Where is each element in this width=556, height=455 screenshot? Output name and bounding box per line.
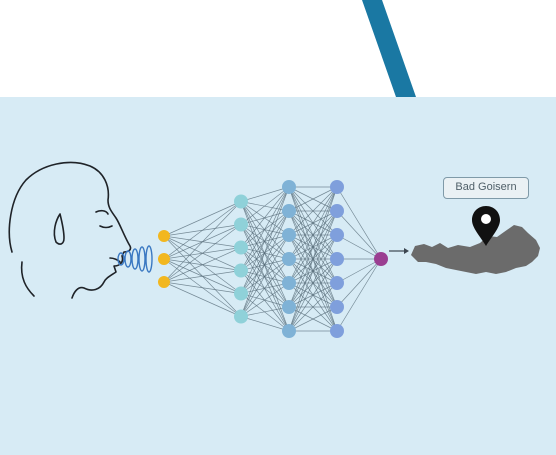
network-connection — [240, 247, 290, 332]
network-connection — [163, 201, 242, 260]
network-connection — [163, 201, 242, 283]
network-connection — [288, 258, 338, 332]
hidden-3-node — [330, 252, 344, 266]
network-connection — [240, 186, 290, 317]
network-connection — [288, 186, 338, 236]
hidden-3-node — [330, 324, 344, 338]
network-connection — [336, 258, 382, 284]
input-node — [158, 230, 170, 242]
input-node — [158, 276, 170, 288]
network-connection — [240, 186, 290, 294]
hidden-1-node — [234, 217, 248, 232]
network-connection — [240, 258, 290, 317]
network-connection — [240, 186, 290, 202]
network-connection — [240, 247, 290, 308]
network-connection — [240, 186, 290, 225]
hidden-2-node — [282, 228, 296, 242]
hidden-2-node — [282, 204, 296, 218]
network-connection — [336, 258, 382, 332]
network-connection — [163, 224, 242, 283]
network-connection — [240, 224, 290, 236]
hidden-1-node — [234, 263, 248, 278]
network-connection — [240, 270, 290, 284]
hidden-1-node — [234, 194, 248, 209]
network-connection — [240, 306, 290, 317]
network-connections — [163, 186, 382, 332]
network-connection — [240, 224, 290, 308]
content-panel — [0, 97, 556, 455]
hidden-2-node — [282, 252, 296, 266]
network-connection — [240, 186, 290, 271]
network-connection — [336, 210, 382, 260]
sound-wave-icon — [117, 245, 153, 273]
location-label: Bad Goisern — [443, 177, 529, 199]
hidden-1-node — [234, 309, 248, 324]
hidden-1-node — [234, 286, 248, 301]
network-connection — [288, 186, 338, 212]
network-connection — [240, 282, 290, 317]
network-connection — [240, 234, 290, 317]
network-nodes — [158, 180, 388, 338]
network-connection — [336, 258, 382, 308]
input-node — [158, 253, 170, 265]
network-connection — [288, 186, 338, 260]
hidden-3-node — [330, 276, 344, 290]
network-connection — [240, 186, 290, 248]
arrow-icon — [389, 248, 409, 254]
network-connection — [240, 201, 290, 284]
accent-stripe — [362, 0, 416, 97]
network-connection — [240, 224, 290, 284]
network-connection — [288, 210, 338, 332]
hidden-2-node — [282, 300, 296, 314]
network-connection — [288, 306, 338, 332]
hidden-3-node — [330, 180, 344, 194]
austria-map-icon — [411, 225, 540, 274]
hidden-3-node — [330, 204, 344, 218]
network-connection — [240, 210, 290, 317]
head-profile-icon — [8, 161, 132, 299]
map-pin-icon — [472, 206, 500, 246]
network-connection — [240, 224, 290, 260]
hidden-2-node — [282, 180, 296, 194]
network-connection — [163, 247, 242, 283]
network-connection — [288, 186, 338, 308]
network-connection — [288, 234, 338, 332]
network-connection — [336, 234, 382, 260]
hidden-3-node — [330, 228, 344, 242]
network-connection — [336, 186, 382, 260]
network-connection — [240, 270, 290, 332]
network-connection — [288, 282, 338, 332]
network-connection — [163, 281, 242, 317]
network-connection — [163, 281, 242, 294]
hidden-2-node — [282, 324, 296, 338]
network-connection — [288, 186, 338, 284]
network-connection — [240, 316, 290, 332]
hidden-3-node — [330, 300, 344, 314]
network-connection — [163, 201, 242, 237]
top-band — [0, 0, 556, 97]
network-connection — [240, 201, 290, 260]
network-connection — [240, 247, 290, 260]
hidden-1-node — [234, 240, 248, 255]
network-connection — [240, 247, 290, 284]
network-connection — [288, 186, 338, 332]
hidden-2-node — [282, 276, 296, 290]
network-connection — [163, 270, 242, 283]
output-node — [374, 252, 388, 266]
